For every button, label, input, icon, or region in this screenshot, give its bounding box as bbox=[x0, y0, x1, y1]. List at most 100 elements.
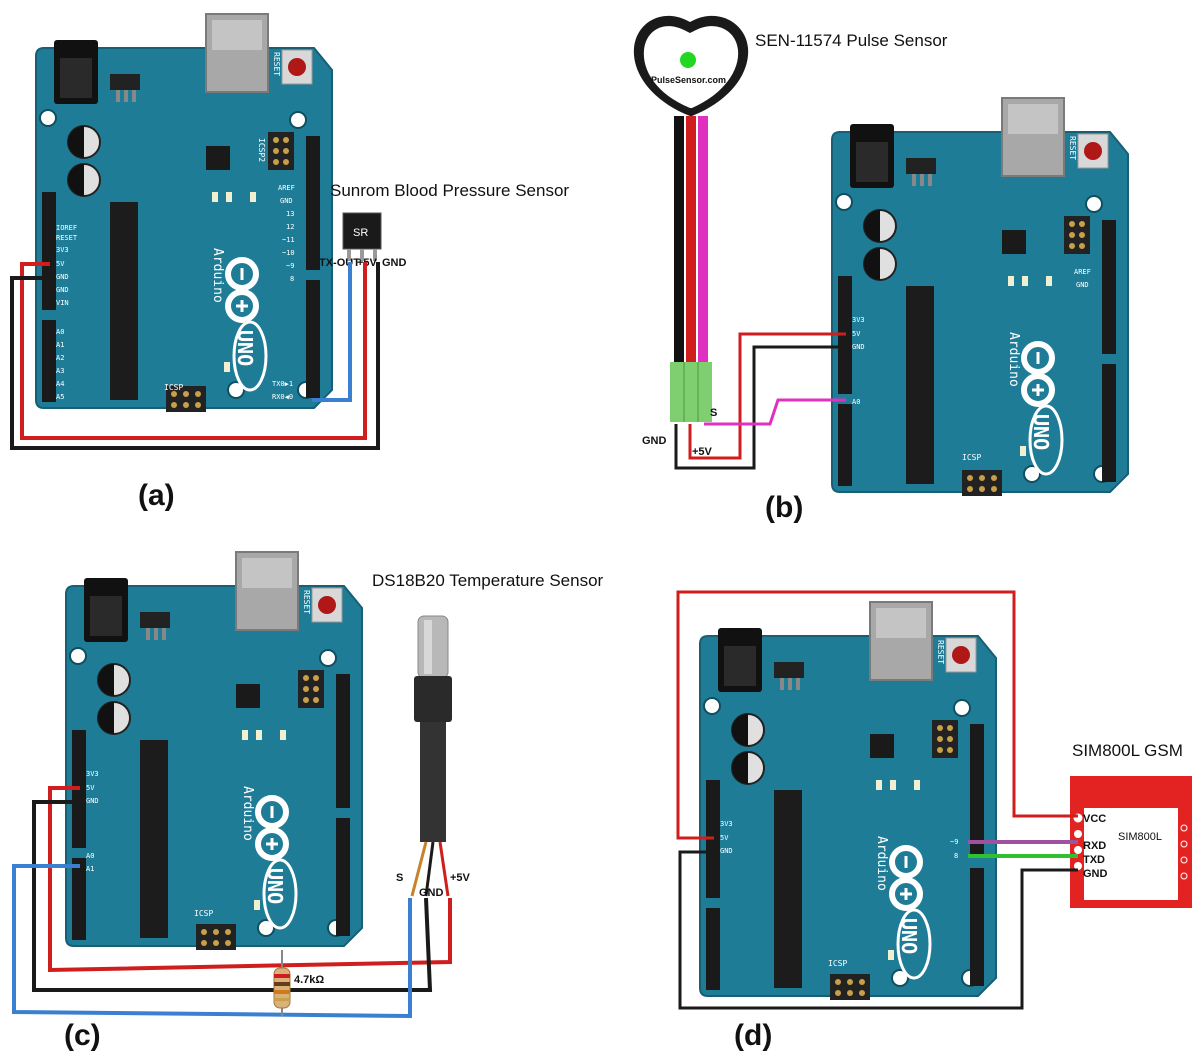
pin-5v-d: 5V bbox=[720, 834, 729, 842]
panel-a: Arduino UNO RESET ICSP ICSP2 IOREF RESET… bbox=[10, 14, 569, 512]
pin-aref-a: AREF bbox=[278, 184, 295, 192]
wire-vcc-d bbox=[676, 590, 1078, 840]
pin-label-gnd-c: GND bbox=[419, 887, 444, 899]
pin-label-txout: TX-OUT bbox=[319, 257, 360, 269]
board-brand-c: Arduino bbox=[240, 786, 255, 841]
pin-gnd-c: GND bbox=[86, 797, 99, 805]
pin-gndr-b: GND bbox=[1076, 281, 1089, 289]
board-icsp-c: ICSP bbox=[194, 909, 213, 918]
pin-9-a: ~9 bbox=[286, 262, 294, 270]
pin-rx0-a: RX0◀0 bbox=[272, 393, 293, 401]
wire-5v-c bbox=[48, 786, 452, 973]
bp-sensor-chip-label: SR bbox=[353, 227, 368, 239]
wire-tx-a bbox=[312, 262, 352, 402]
board-brand-b: Arduino bbox=[1006, 332, 1021, 387]
wire-gnd-d bbox=[678, 850, 1078, 1010]
board-labels-a: Arduino UNO RESET ICSP ICSP2 IOREF RESET… bbox=[56, 52, 295, 401]
pin-a4-a: A4 bbox=[56, 380, 64, 388]
pin-aref-b: AREF bbox=[1074, 268, 1091, 276]
pin-3v3-c: 3V3 bbox=[86, 770, 99, 778]
sensor-title-a: Sunrom Blood Pressure Sensor bbox=[330, 181, 569, 200]
pin-a1-a: A1 bbox=[56, 341, 64, 349]
panel-label-d: (d) bbox=[734, 1019, 772, 1052]
pin-reset-a: RESET bbox=[56, 234, 78, 242]
board-reset-d: RESET bbox=[936, 640, 945, 664]
panel-c: Arduino UNO RESET ICSP 3V3 5V GND A0 A1 … bbox=[12, 552, 604, 1052]
pin-a2-a: A2 bbox=[56, 354, 64, 362]
pin-label-s-b: S bbox=[710, 407, 717, 419]
pin-a0-a: A0 bbox=[56, 328, 64, 336]
wire-gnd-a bbox=[10, 262, 380, 450]
board-model-c: UNO bbox=[263, 868, 287, 904]
board-labels-c: Arduino UNO RESET ICSP 3V3 5V GND A0 A1 bbox=[86, 590, 311, 918]
pin-a0-b: A0 bbox=[852, 398, 860, 406]
board-labels-b: Arduino UNO RESET ICSP 3V3 5V GND A0 ARE… bbox=[852, 136, 1091, 462]
pin-3v3-a: 3V3 bbox=[56, 246, 69, 254]
panel-b: Arduino UNO RESET ICSP 3V3 5V GND A0 ARE… bbox=[633, 15, 1128, 524]
wire-5v-a bbox=[20, 262, 367, 440]
panel-label-b: (b) bbox=[765, 491, 803, 524]
pin-gnd1-a: GND bbox=[56, 273, 69, 281]
board-labels-d: Arduino UNO RESET ICSP 3V3 5V GND ~9 8 bbox=[720, 640, 958, 968]
pin-a1-c: A1 bbox=[86, 865, 94, 873]
wire-signal-c bbox=[12, 864, 412, 1019]
board-icsp-b: ICSP bbox=[962, 453, 981, 462]
board-model-d: UNO bbox=[897, 918, 921, 954]
sensor-title-d: SIM800L GSM bbox=[1072, 741, 1183, 760]
pin-9-d: ~9 bbox=[950, 838, 958, 846]
pin-3v3-b: 3V3 bbox=[852, 316, 865, 324]
board-brand-a: Arduino bbox=[210, 248, 225, 303]
pin-vin-a: VIN bbox=[56, 299, 69, 307]
panel-d: Arduino UNO RESET ICSP 3V3 5V GND ~9 8 S… bbox=[676, 590, 1192, 1052]
board-icsp2-a: ICSP2 bbox=[257, 138, 266, 162]
pulse-sensor: PulseSensor.com bbox=[633, 15, 749, 422]
pin-a0-c: A0 bbox=[86, 852, 94, 860]
board-brand-d: Arduino bbox=[874, 836, 889, 891]
panel-label-c: (c) bbox=[64, 1019, 101, 1052]
sensor-title-b: SEN-11574 Pulse Sensor bbox=[755, 31, 948, 50]
resistor bbox=[273, 967, 291, 1009]
pin-gnd-b: GND bbox=[852, 343, 865, 351]
pin-label-rxd: RXD bbox=[1083, 840, 1106, 852]
pin-label-gnd-a: GND bbox=[382, 257, 407, 269]
resistor-value: 4.7kΩ bbox=[294, 974, 324, 986]
pin-gnd-d: GND bbox=[720, 847, 733, 855]
sim800l-chip-label: SIM800L bbox=[1118, 831, 1162, 843]
pin-13-a: 13 bbox=[286, 210, 294, 218]
panel-label-a: (a) bbox=[138, 479, 175, 512]
board-model-b: UNO bbox=[1029, 414, 1053, 450]
pin-label-vcc: VCC bbox=[1083, 813, 1106, 825]
wire-gnd-c bbox=[32, 800, 433, 992]
pin-3v3-d: 3V3 bbox=[720, 820, 733, 828]
pin-label-txd: TXD bbox=[1083, 854, 1105, 866]
wire-5v-b bbox=[688, 332, 846, 460]
pin-a3-a: A3 bbox=[56, 367, 64, 375]
pulse-sensor-brand: PulseSensor.com bbox=[651, 75, 726, 85]
pin-gnd2-a: GND bbox=[56, 286, 69, 294]
pin-5v-b: 5V bbox=[852, 330, 861, 338]
pin-8-a: 8 bbox=[290, 275, 294, 283]
pin-label-gnd-b: GND bbox=[642, 435, 667, 447]
pin-10-a: ~10 bbox=[282, 249, 295, 257]
wire-signal-b bbox=[704, 398, 846, 426]
pin-tx0-a: TX0▶1 bbox=[272, 380, 293, 388]
bp-sensor: SR bbox=[342, 212, 382, 261]
pin-a5-a: A5 bbox=[56, 393, 64, 401]
pin-label-5v-c: +5V bbox=[450, 872, 471, 884]
pin-ioref-a: IOREF bbox=[56, 224, 77, 232]
pin-label-s-c: S bbox=[396, 872, 403, 884]
pin-gndr-a: GND bbox=[280, 197, 293, 205]
board-reset-c: RESET bbox=[302, 590, 311, 614]
pin-label-5v-b: +5V bbox=[692, 446, 713, 458]
ds18b20-probe bbox=[410, 615, 452, 897]
board-icsp-a: ICSP bbox=[164, 383, 183, 392]
sensor-title-c: DS18B20 Temperature Sensor bbox=[372, 571, 604, 590]
board-model-a: UNO bbox=[233, 330, 257, 366]
pin-8-d: 8 bbox=[954, 852, 958, 860]
pin-5v-a: 5V bbox=[56, 260, 65, 268]
board-reset-a: RESET bbox=[272, 52, 281, 76]
wire-gnd-b bbox=[674, 345, 846, 470]
pin-11-a: ~11 bbox=[282, 236, 295, 244]
pin-5v-c: 5V bbox=[86, 784, 95, 792]
